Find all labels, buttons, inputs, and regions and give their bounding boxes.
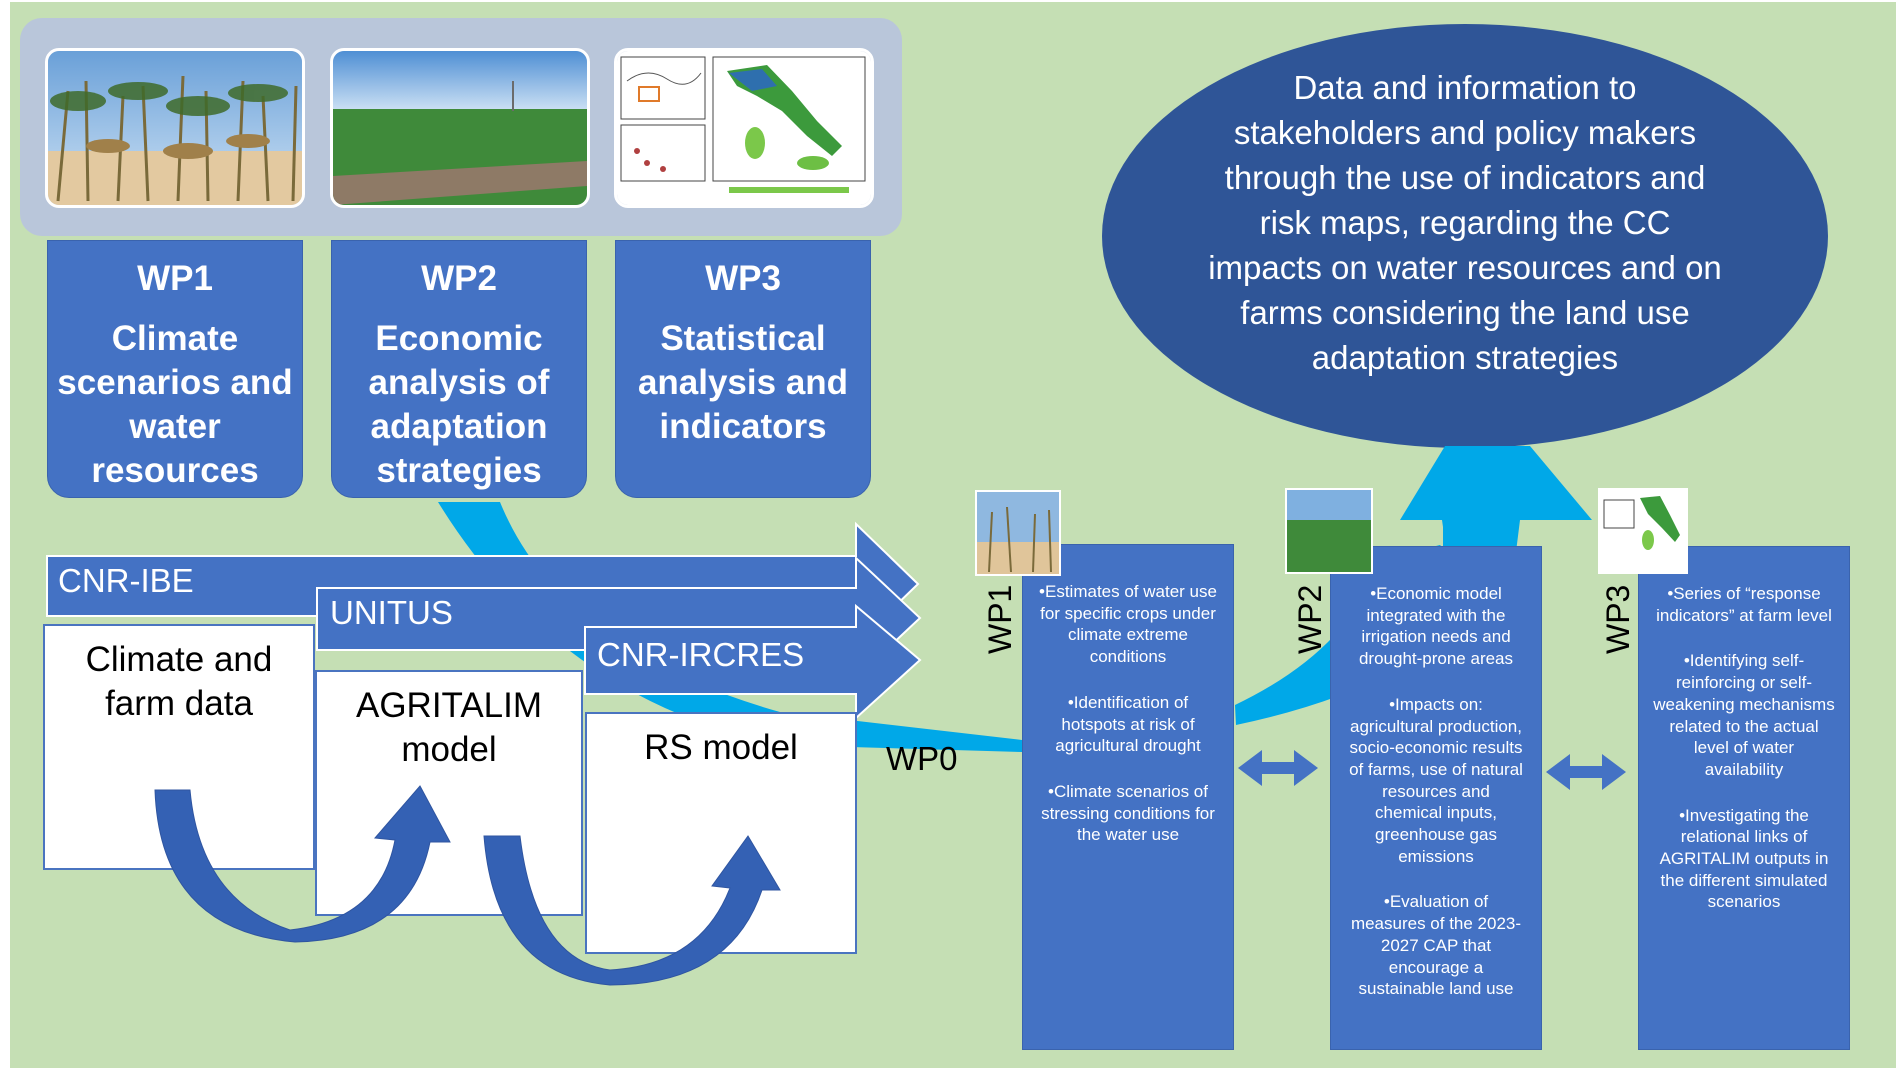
wp2-thumbnail (1285, 488, 1373, 574)
wp0-label: WP0 (886, 740, 958, 777)
climate-farm-data-box: Climate and farm data (43, 624, 315, 870)
curve-arrow-1 (154, 785, 451, 943)
wp3-card: WP3 Statistical analysis and indicators (615, 240, 871, 498)
double-arrow-2 (1546, 754, 1626, 790)
wp2-id: WP2 (421, 259, 497, 298)
cnr-ircres-banner (584, 603, 922, 721)
wp2-bullet-1: •Economic model integrated with the irri… (1358, 584, 1514, 669)
wp3-bullet-2: •Identifying self-reinforcing or self-we… (1653, 651, 1835, 779)
wp2-card: WP2 Economic analysis of adaptation stra… (331, 240, 587, 498)
drought-crop-photo (45, 48, 305, 208)
unitus-label: UNITUS (330, 594, 453, 631)
wp2-title: Economic analysis of adaptation strategi… (368, 319, 550, 490)
wp1-id: WP1 (137, 259, 213, 298)
wp1-bullet-1: •Estimates of water use for specific cro… (1039, 582, 1217, 667)
wp1-vertical-label: WP1 (982, 584, 1018, 654)
cnr-ircres-label: CNR-IRCRES (597, 636, 805, 673)
wp3-vertical-label: WP3 (1600, 584, 1636, 654)
wp2-bullet-3: •Evaluation of measures of the 2023-2027… (1350, 892, 1522, 999)
agritalim-box: AGRITALIM model (315, 670, 583, 916)
curve-arrow-2 (483, 835, 781, 986)
outcome-text: Data and information to stakeholders and… (1208, 68, 1722, 376)
wp2-bullet-2: •Impacts on: agricultural production, so… (1349, 694, 1523, 866)
wp3-bullet-1: •Series of “response indicators” at farm… (1656, 584, 1832, 625)
double-arrow-1 (1238, 750, 1318, 786)
wp1-thumbnail (975, 490, 1061, 576)
wp3-thumbnail (1598, 488, 1688, 574)
wp1-bullet-2: •Identification of hotspots at risk of a… (1055, 692, 1201, 756)
outcome-ellipse: Data and information to stakeholders and… (1102, 24, 1828, 448)
green-field-photo (330, 48, 590, 208)
rainfall-map-figure (614, 48, 874, 208)
wp3-bullet-3: •Investigating the relational links of A… (1659, 805, 1829, 912)
wp2-vertical-label: WP2 (1292, 584, 1328, 654)
rs-model-box: RS model (585, 712, 857, 954)
wp1-title: Climate scenarios and water resources (57, 319, 293, 490)
wp3-title: Statistical analysis and indicators (637, 319, 849, 446)
wp2-column: •Economic model integrated with the irri… (1330, 546, 1542, 1050)
wp1-column: •Estimates of water use for specific cro… (1022, 544, 1234, 1050)
agritalim-text: AGRITALIM model (355, 686, 543, 769)
climate-farm-data-text: Climate and farm data (85, 640, 273, 723)
wp1-card: WP1 Climate scenarios and water resource… (47, 240, 303, 498)
wp1-bullet-3: •Climate scenarios of stressing conditio… (1041, 781, 1215, 845)
wp3-id: WP3 (705, 259, 781, 298)
wp3-column: •Series of “response indicators” at farm… (1638, 546, 1850, 1050)
cnr-ibe-label: CNR-IBE (58, 562, 194, 599)
rs-model-text: RS model (644, 728, 798, 767)
